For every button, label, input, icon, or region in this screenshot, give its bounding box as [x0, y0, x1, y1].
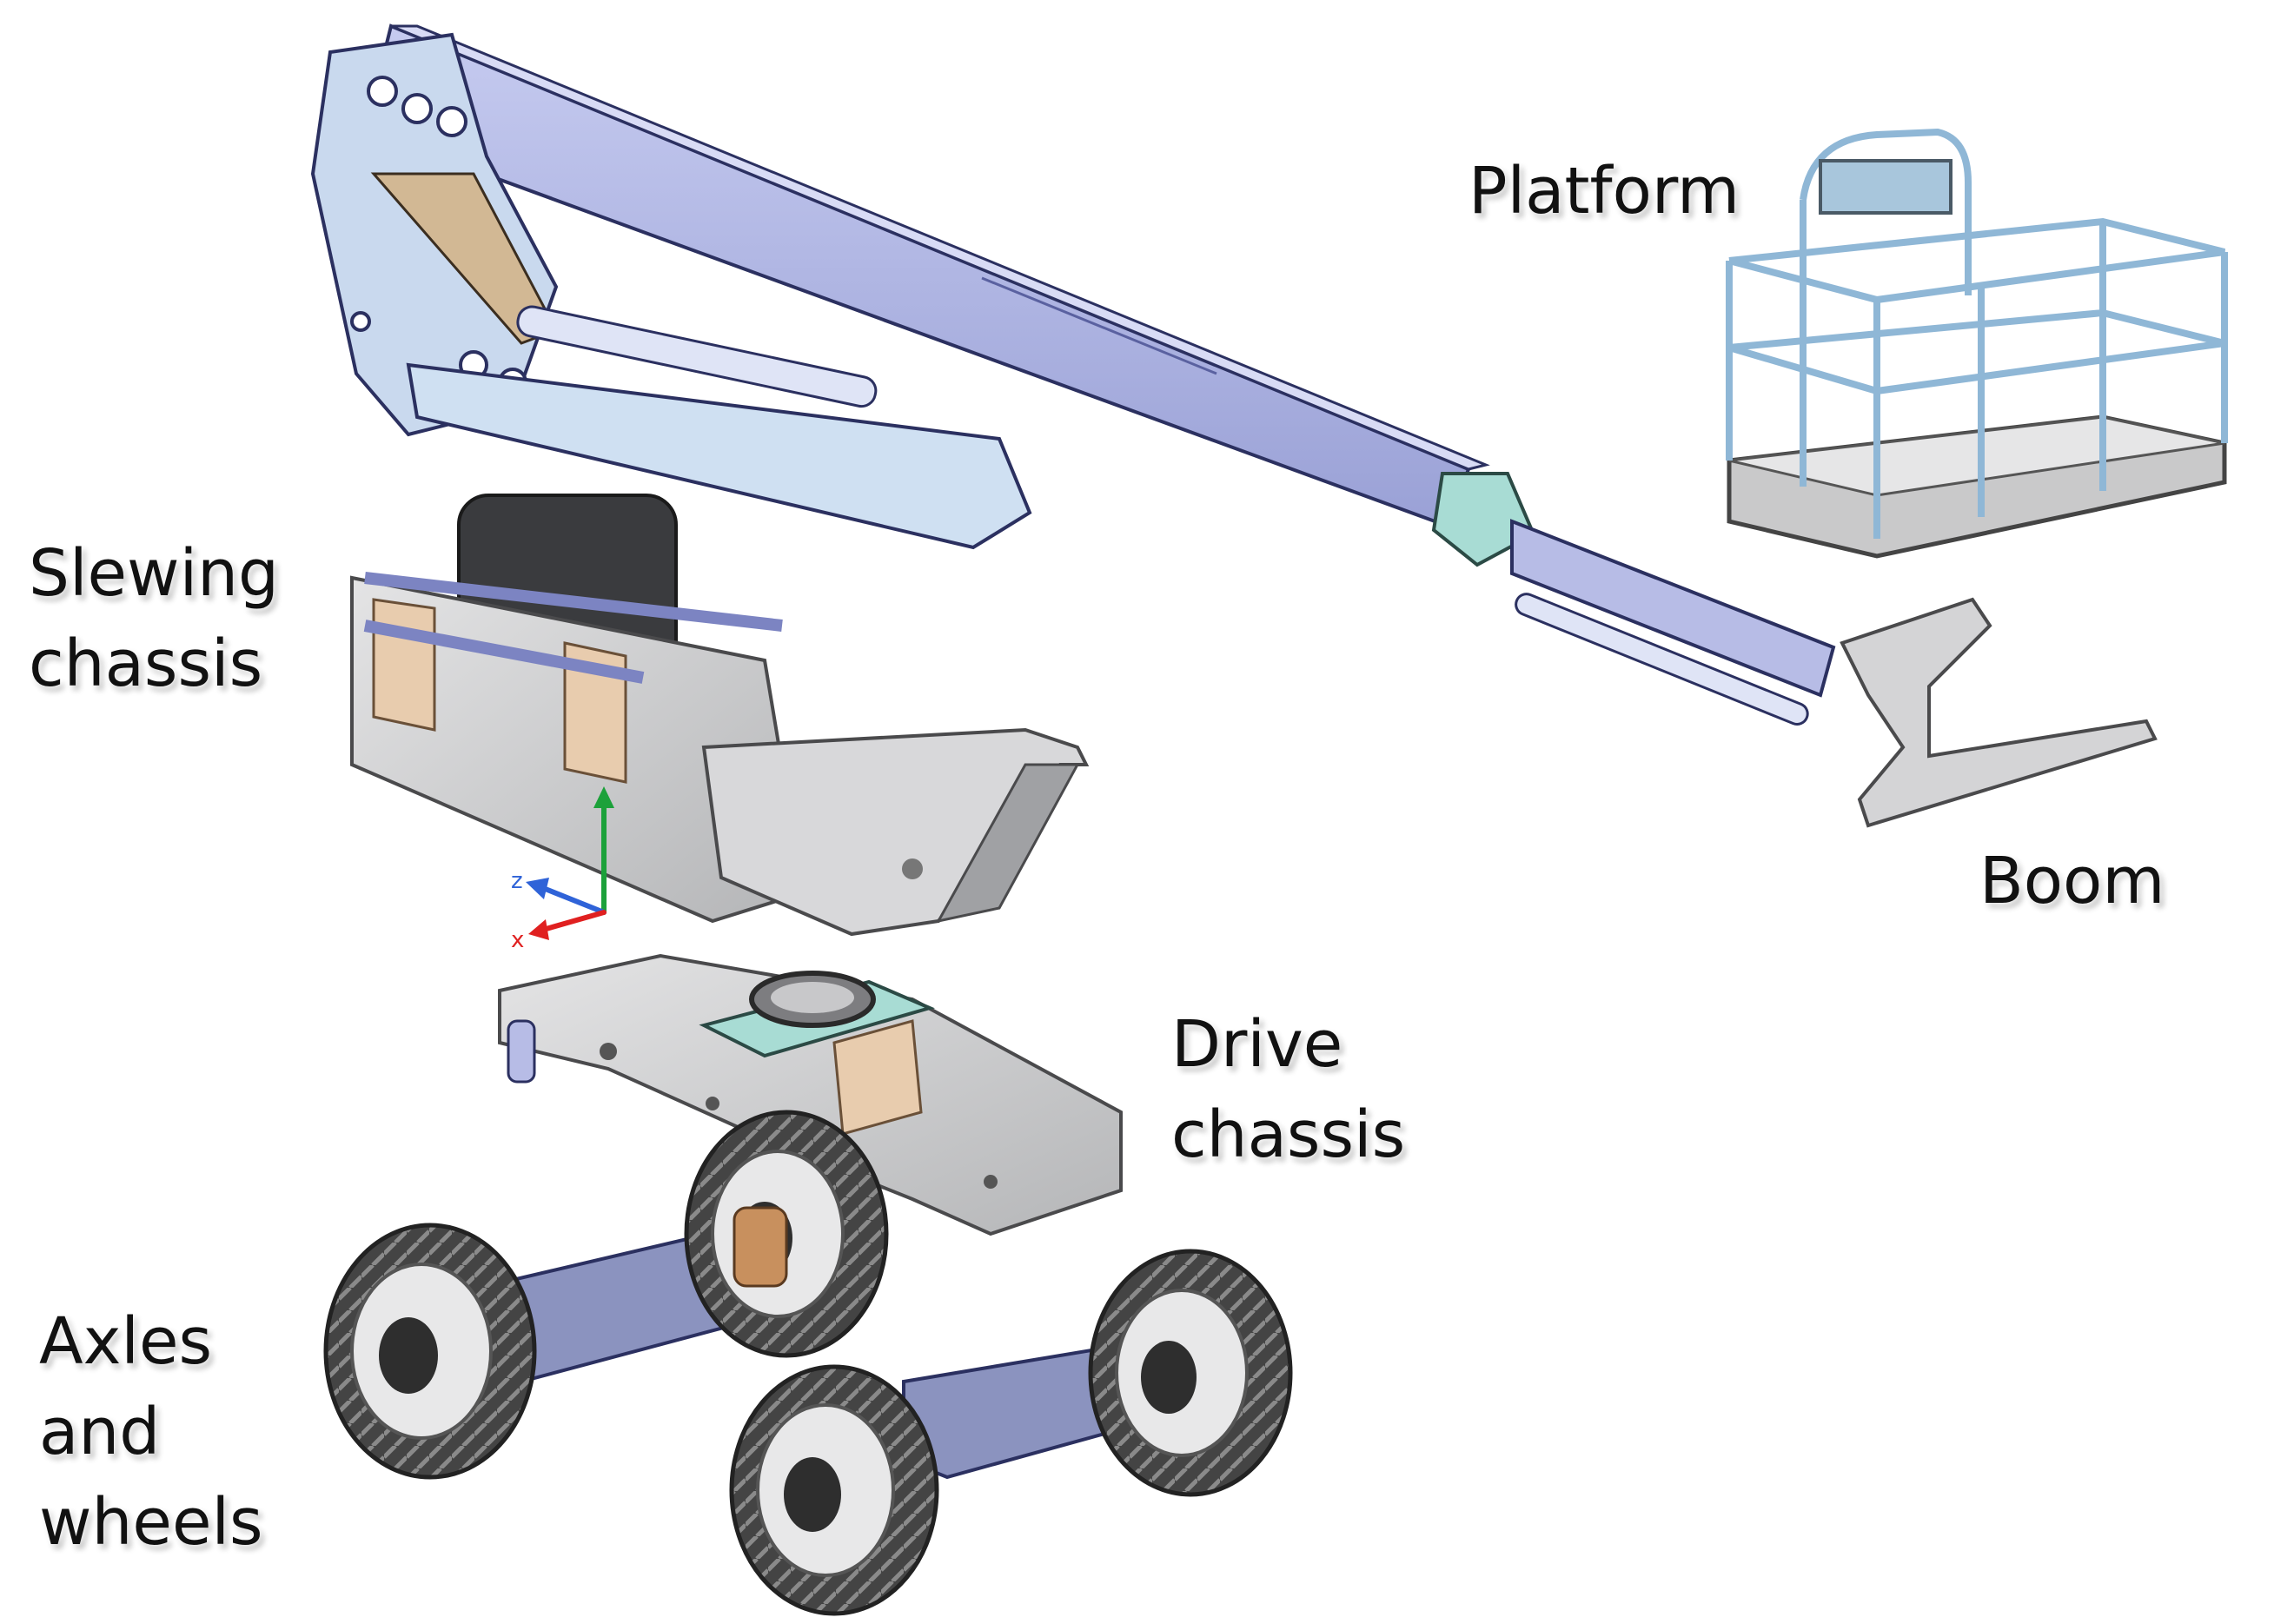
boom-knuckle-joint — [1431, 472, 1536, 567]
axis-x-line — [540, 910, 607, 932]
coordinate-axis-triad: z x — [511, 786, 614, 953]
label-drive-line2: chassis — [1171, 1097, 1406, 1172]
hydraulic-cylinder — [516, 305, 878, 408]
label-slewing-line2: chassis — [29, 626, 263, 701]
drive-wood-plate — [832, 1019, 923, 1136]
slewing-chassis-assembly — [350, 494, 1090, 937]
drive-motor — [733, 1206, 788, 1288]
slewing-arm-face — [936, 763, 1080, 924]
label-axles-line2: and — [39, 1395, 161, 1469]
platform-control-panel — [1819, 159, 1952, 215]
platform-basket — [1726, 128, 2228, 559]
axis-z-label: z — [511, 868, 523, 894]
label-slewing-line1: Slewing — [29, 536, 280, 611]
axles-and-wheels-assembly — [323, 1110, 1293, 1616]
label-axles-and-wheels: Axles and wheels — [39, 1296, 263, 1568]
wheel-front-left — [729, 1364, 939, 1616]
platform-support-bracket — [1840, 597, 2158, 828]
label-slewing-chassis: Slewing chassis — [29, 528, 279, 709]
jib-cylinder — [1515, 593, 1809, 726]
lower-boom-arm — [406, 362, 1032, 550]
label-platform: Platform — [1468, 146, 1740, 236]
drive-chassis-assembly — [498, 953, 1123, 1236]
axis-z-line — [540, 885, 607, 915]
platform-guard-rails — [1726, 128, 2228, 539]
label-platform-text: Platform — [1468, 154, 1740, 229]
label-axles-line3: wheels — [39, 1485, 263, 1560]
slewing-wood-plate-left — [372, 598, 436, 732]
wheel-rear-left — [323, 1223, 537, 1480]
jib-arm — [1510, 519, 1836, 698]
label-drive-chassis: Drive chassis — [1171, 999, 1405, 1180]
axis-x-label: x — [511, 927, 524, 953]
label-axles-line1: Axles — [39, 1304, 213, 1379]
label-boom-text: Boom — [1979, 844, 2165, 918]
label-boom: Boom — [1979, 836, 2165, 926]
drive-steering-cylinder — [507, 1019, 536, 1084]
wheel-front-right — [1088, 1249, 1293, 1497]
boom-assembly — [310, 23, 2158, 828]
main-boom-top-face — [390, 24, 1490, 471]
label-drive-line1: Drive — [1171, 1007, 1343, 1082]
